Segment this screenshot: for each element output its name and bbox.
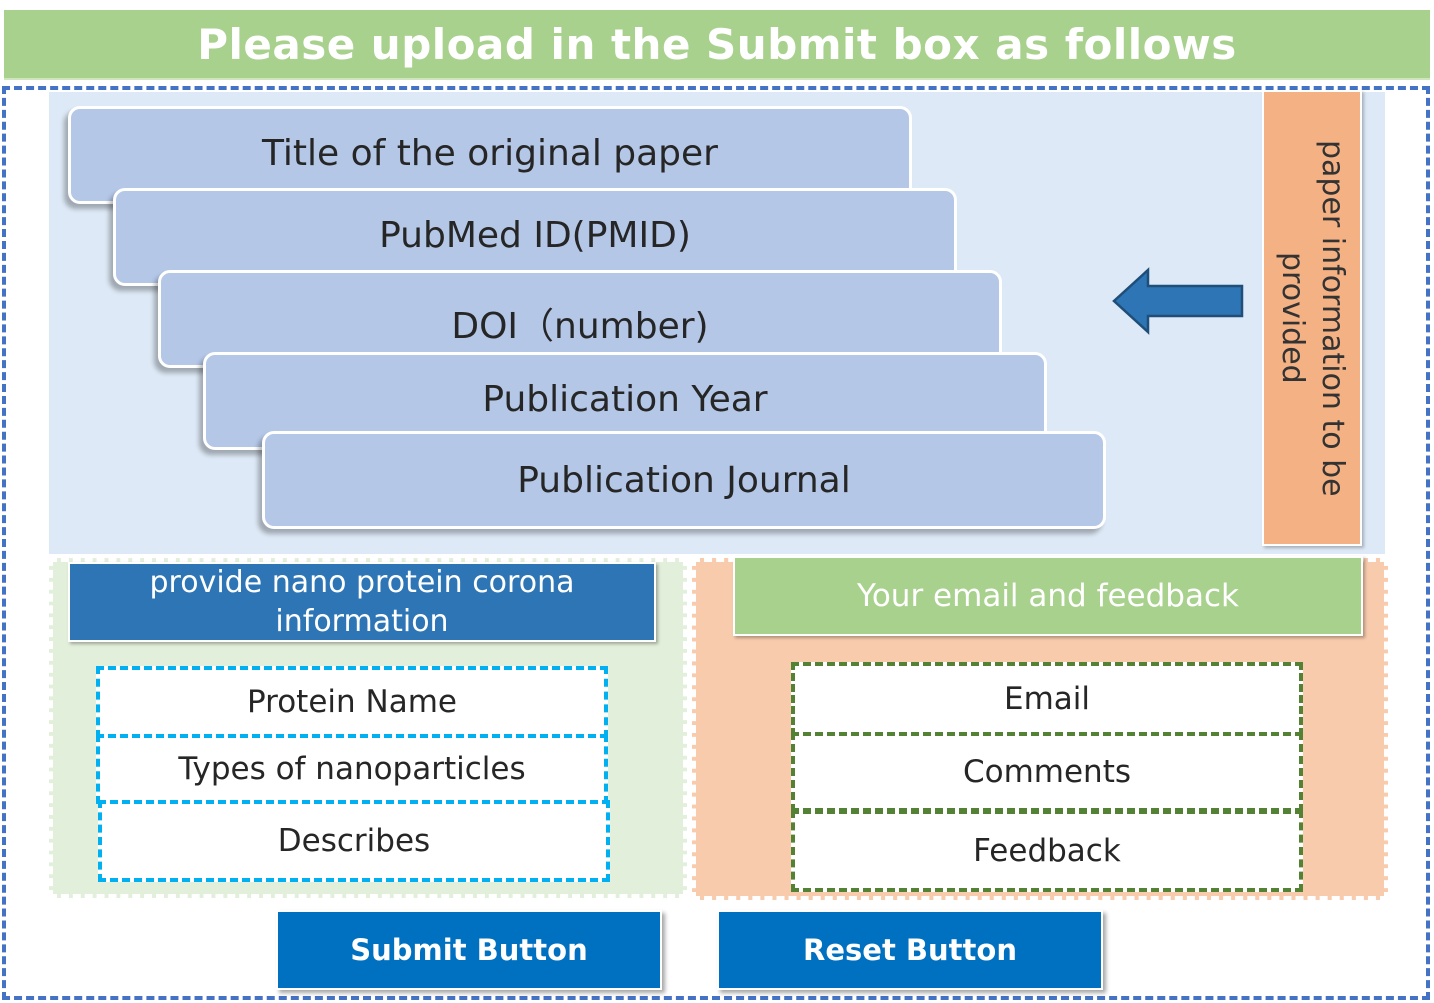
protein-name-field[interactable]: Protein Name	[96, 666, 608, 738]
feedback-field[interactable]: Feedback	[791, 810, 1303, 892]
paper-info-label: paper information to be provided	[1262, 90, 1362, 546]
submit-button[interactable]: Submit Button	[276, 910, 662, 990]
step-pmid: PubMed ID(PMID)	[113, 188, 957, 286]
nano-corona-title: provide nano protein corona information	[68, 562, 656, 642]
left-arrow-icon	[1112, 267, 1244, 335]
submit-box-frame	[2, 86, 1430, 1000]
paper-info-label-text: paper information to be provided	[1275, 139, 1350, 497]
reset-button[interactable]: Reset Button	[717, 910, 1103, 990]
nanoparticle-types-field[interactable]: Types of nanoparticles	[96, 734, 608, 804]
email-field[interactable]: Email	[791, 662, 1303, 736]
describes-field[interactable]: Describes	[98, 800, 610, 882]
step-paper-title: Title of the original paper	[68, 106, 912, 204]
page-title: Please upload in the Submit box as follo…	[4, 10, 1430, 80]
step-publication-journal: Publication Journal	[262, 431, 1106, 529]
comments-field[interactable]: Comments	[791, 732, 1303, 812]
feedback-title: Your email and feedback	[733, 556, 1363, 636]
